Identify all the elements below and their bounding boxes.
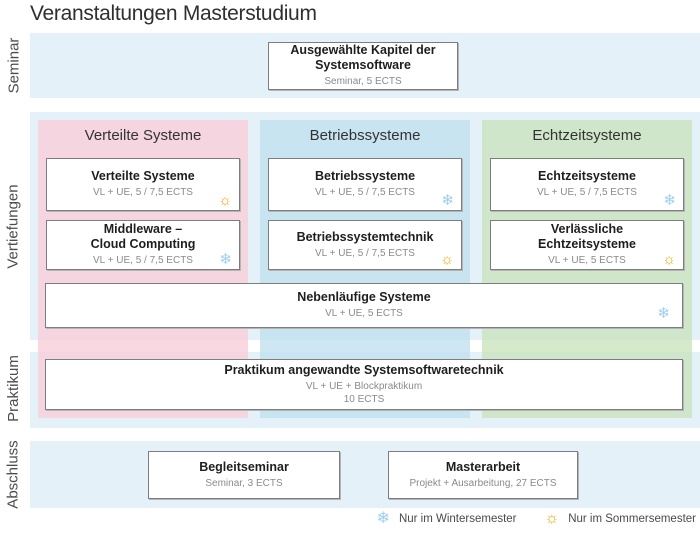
side-label-text: Abschluss	[5, 440, 22, 509]
course-middleware-cloud-computing: Middleware – Cloud Computing VL + UE, 5 …	[46, 220, 240, 270]
course-subtitle: Seminar, 5 ECTS	[324, 76, 402, 88]
course-subtitle: Seminar, 3 ECTS	[205, 477, 283, 489]
course-title: Echtzeitsysteme	[538, 169, 636, 184]
side-label-text: Vertiefungen	[5, 183, 22, 269]
track-heading: Betriebssysteme	[309, 127, 421, 144]
side-label-vertiefungen: Vertiefungen	[0, 112, 27, 340]
course-praktikum-systemsoftwaretechnik: Praktikum angewandte Systemsoftwaretechn…	[45, 359, 683, 410]
course-verteilte-systeme: Verteilte Systeme VL + UE, 5 / 7,5 ECTS …	[46, 158, 240, 211]
course-title: Ausgewählte Kapitel der Systemsoftware	[290, 43, 436, 73]
course-betriebssystemtechnik: Betriebssystemtechnik VL + UE, 5 / 7,5 E…	[268, 220, 462, 270]
course-title: Begleitseminar	[199, 459, 289, 474]
course-title: Masterarbeit	[445, 459, 521, 474]
legend-item-summer: ☼ Nur im Sommersemester	[545, 511, 696, 527]
course-title: Middleware – Cloud Computing	[90, 222, 196, 252]
snowflake-icon: ❄	[663, 192, 676, 209]
course-echtzeitsysteme: Echtzeitsysteme VL + UE, 5 / 7,5 ECTS ❄	[490, 158, 684, 211]
sun-icon: ☼	[218, 192, 232, 209]
sun-icon: ☼	[440, 251, 454, 268]
snowflake-icon: ❄	[376, 510, 390, 527]
side-label-seminar: Seminar	[0, 33, 27, 98]
course-subtitle: Projekt + Ausarbeitung, 27 ECTS	[409, 477, 557, 489]
course-title: Betriebssystemtechnik	[296, 229, 434, 244]
legend-item-winter: ❄ Nur im Wintersemester	[377, 511, 517, 527]
legend: ❄ Nur im Wintersemester ☼ Nur im Sommers…	[377, 511, 696, 527]
course-title: Betriebssysteme	[314, 169, 416, 184]
legend-label: Nur im Wintersemester	[398, 513, 517, 525]
course-title: Verteilte Systeme	[91, 169, 195, 184]
track-heading: Verteilte Systeme	[84, 127, 202, 144]
course-betriebssysteme: Betriebssysteme VL + UE, 5 / 7,5 ECTS ❄	[268, 158, 462, 211]
track-heading: Echtzeitsysteme	[532, 127, 642, 144]
course-title: Praktikum angewandte Systemsoftwaretechn…	[224, 363, 504, 377]
course-masterarbeit: Masterarbeit Projekt + Ausarbeitung, 27 …	[388, 451, 578, 499]
course-subtitle: VL + UE, 5 / 7,5 ECTS	[93, 187, 193, 199]
sun-icon: ☼	[544, 510, 560, 527]
side-label-text: Seminar	[5, 37, 23, 94]
side-label-praktikum: Praktikum	[0, 348, 27, 428]
course-subtitle: VL + UE, 5 / 7,5 ECTS	[315, 187, 415, 199]
course-subtitle: VL + UE, 5 / 7,5 ECTS	[315, 247, 415, 259]
page-title: Veranstaltungen Masterstudium	[30, 2, 317, 25]
course-subtitle: VL + UE, 5 ECTS	[548, 255, 626, 267]
course-begleitseminar: Begleitseminar Seminar, 3 ECTS	[148, 451, 340, 499]
course-title: Nebenläufige Systeme	[297, 290, 431, 305]
snowflake-icon: ❄	[219, 251, 232, 268]
course-subtitle: VL + UE, 5 ECTS	[325, 308, 403, 320]
snowflake-icon: ❄	[657, 305, 670, 322]
legend-label: Nur im Sommersemester	[568, 513, 696, 525]
course-ausgewaehlte-kapitel: Ausgewählte Kapitel der Systemsoftware S…	[268, 42, 458, 90]
sun-icon: ☼	[662, 251, 676, 268]
course-verlaessliche-echtzeitsysteme: Verlässliche Echtzeitsysteme VL + UE, 5 …	[490, 220, 684, 270]
course-nebenlaeufige-systeme: Nebenläufige Systeme VL + UE, 5 ECTS ❄	[45, 283, 683, 328]
abschluss-band	[30, 441, 700, 508]
side-label-abschluss: Abschluss	[0, 440, 27, 509]
side-label-text: Praktikum	[5, 354, 22, 422]
course-subtitle: VL + UE, 5 / 7,5 ECTS	[537, 187, 637, 199]
snowflake-icon: ❄	[441, 192, 454, 209]
course-title: Verlässliche Echtzeitsysteme	[538, 222, 636, 252]
course-subtitle: VL + UE, 5 / 7,5 ECTS	[93, 255, 193, 267]
course-subtitle: VL + UE + Blockpraktikum 10 ECTS	[305, 381, 423, 405]
